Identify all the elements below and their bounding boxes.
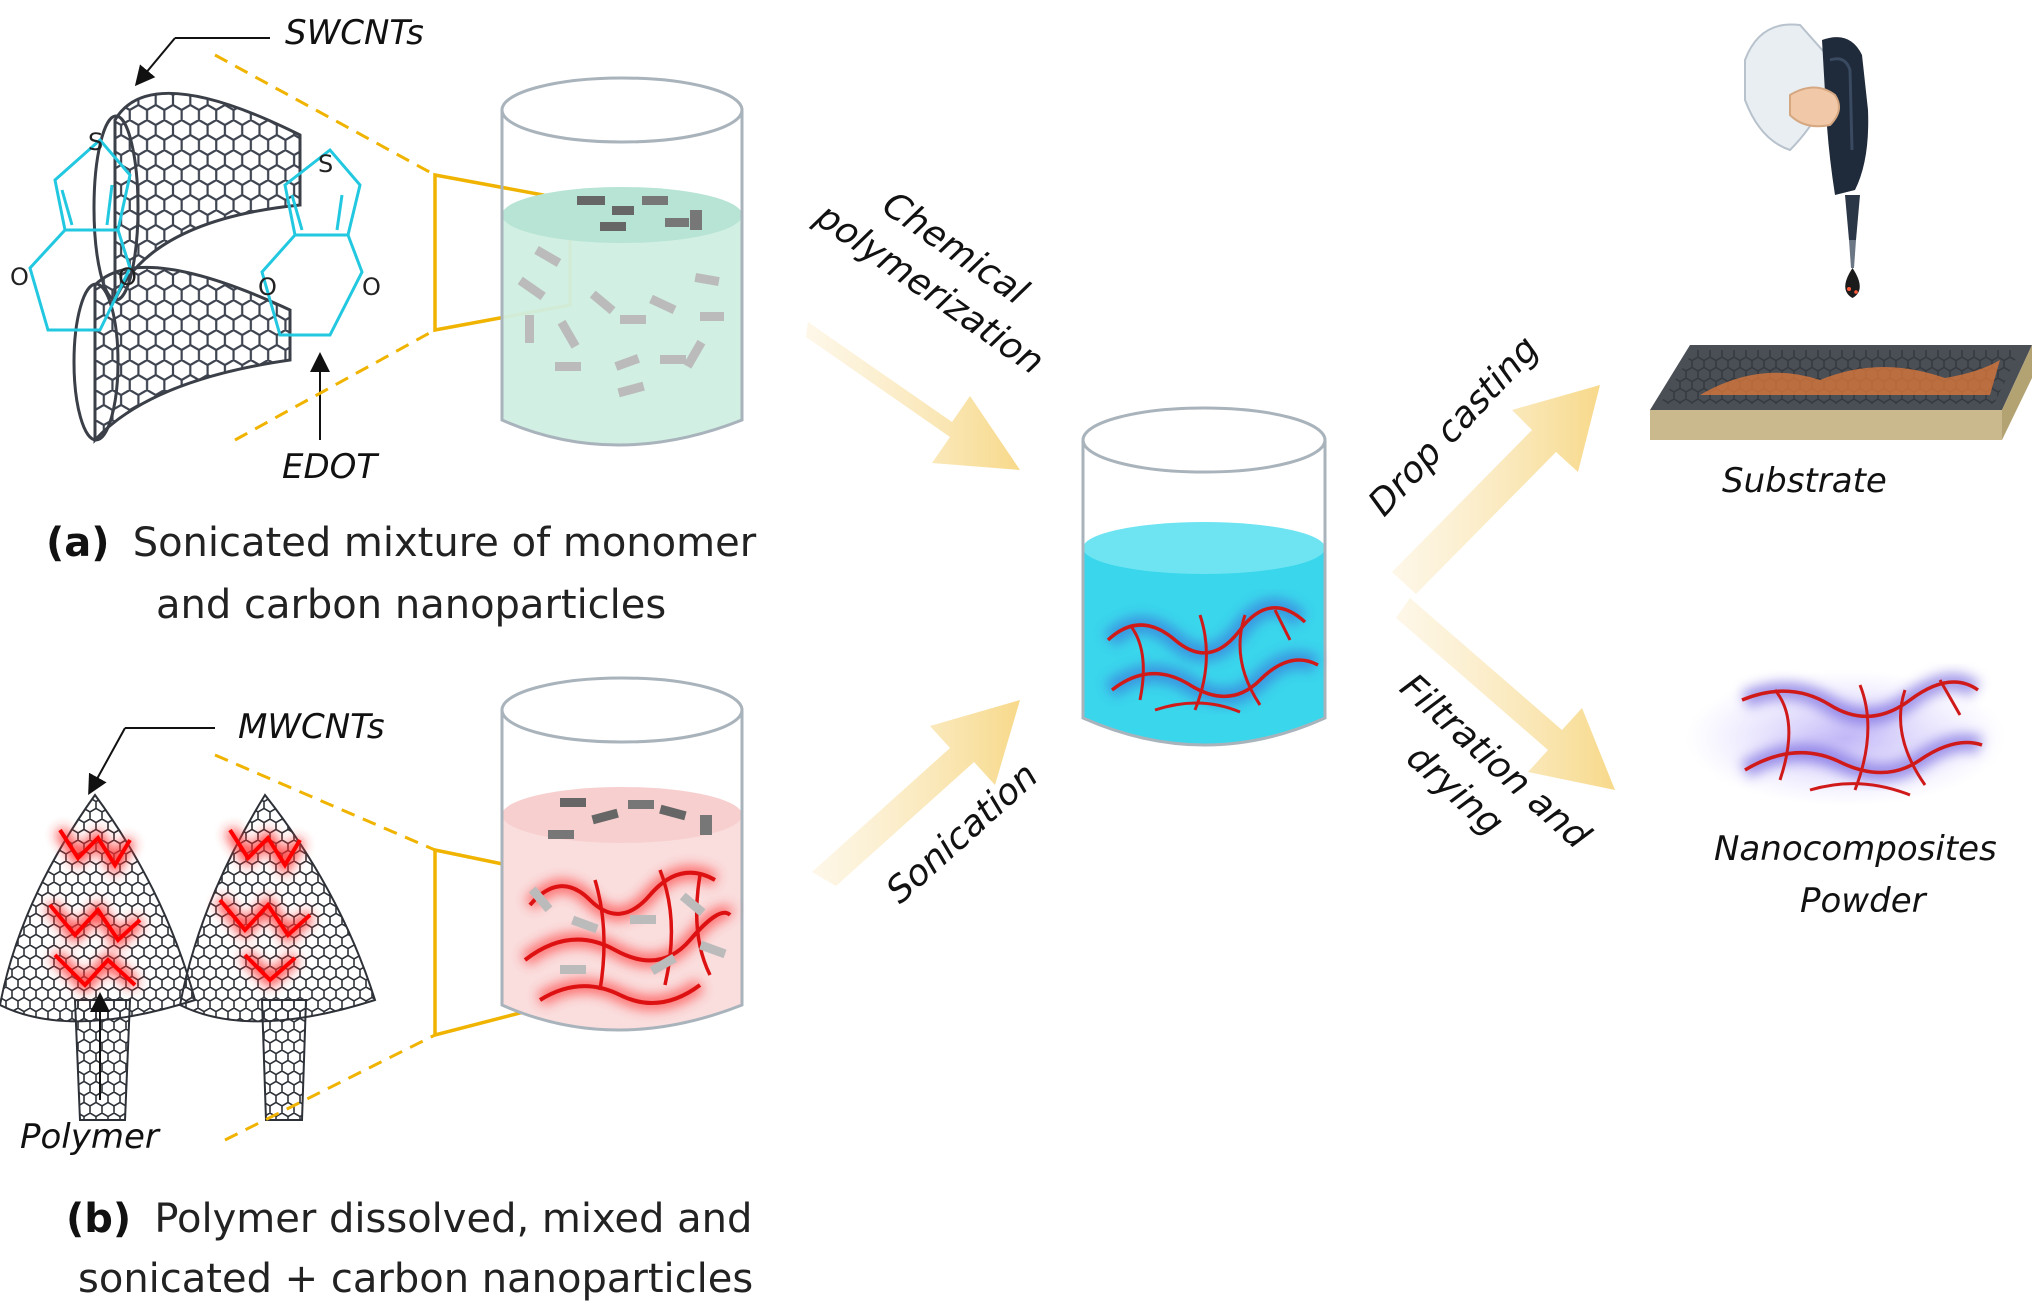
edot-label: EDOT <box>282 447 379 487</box>
nanocomposites-label: Nanocomposites <box>1714 829 1997 869</box>
nanoparticles-a <box>517 196 724 398</box>
arrow-filtration <box>1396 598 1615 790</box>
mwcnt-pointer-arrow <box>88 727 126 796</box>
arrow-drop-casting <box>1392 385 1600 594</box>
swcnt-tube-lower <box>72 265 292 444</box>
drop-casting-label: Drop casting <box>1361 329 1547 525</box>
nanocomposite-powder-illustration <box>1686 670 2006 806</box>
drop-casting-label-group: Drop casting <box>1361 329 1547 525</box>
polymer-chains-b <box>520 865 735 1010</box>
edot-molecule-right <box>260 147 364 337</box>
beaker-monomer <box>500 76 744 447</box>
beaker-polymer <box>500 676 744 1032</box>
polymer-chains-center <box>1103 598 1320 714</box>
mwcnt-cone-right <box>178 793 377 1121</box>
pipette-illustration <box>1744 23 1869 298</box>
filtration-label-group: Filtration and drying <box>1392 666 1599 858</box>
edot-right-s-atom: S <box>318 150 333 178</box>
caption-a-line2: and carbon nanoparticles <box>156 582 666 628</box>
swcnts-label: SWCNTs <box>285 13 424 53</box>
caption-b-line2: sonicated + carbon nanoparticles <box>78 1256 753 1302</box>
polymer-chains-on-mwcnt <box>45 826 315 994</box>
sonication-label: Sonication <box>879 755 1047 912</box>
edot-right-o1-atom: O <box>258 273 277 301</box>
arrow-chemical-polymerization <box>806 322 1020 470</box>
sonication-label-group: Sonication <box>879 755 1047 912</box>
caption-b-marker: (b) <box>66 1196 131 1242</box>
chemical-polymerization-label: Chemical polymerization <box>807 184 1051 383</box>
substrate-illustration <box>1650 345 2032 440</box>
swcnt-pointer-arrow <box>134 37 176 87</box>
edot-molecule-left <box>28 137 132 332</box>
edot-left-s-atom: S <box>88 128 103 156</box>
caption-a-marker: (a) <box>46 520 110 566</box>
caption-a-line1: (a) Sonicated mixture of monomer <box>46 520 757 566</box>
arrow-sonication <box>812 700 1020 886</box>
substrate-label: Substrate <box>1722 461 1887 501</box>
nanoparticles-b <box>528 798 727 975</box>
caption-b-line1: (b) Polymer dissolved, mixed and <box>66 1196 752 1242</box>
caption-a-text1: Sonicated mixture of monomer <box>133 520 757 566</box>
edot-right-o2-atom: O <box>362 273 381 301</box>
caption-b-text1: Polymer dissolved, mixed and <box>154 1196 752 1242</box>
edot-left-o1-atom: O <box>10 263 29 291</box>
polymer-label: Polymer <box>20 1117 161 1157</box>
mwcnts-label: MWCNTs <box>238 707 385 747</box>
powder-label: Powder <box>1800 881 1928 921</box>
edot-left-o2-atom: O <box>118 263 137 291</box>
